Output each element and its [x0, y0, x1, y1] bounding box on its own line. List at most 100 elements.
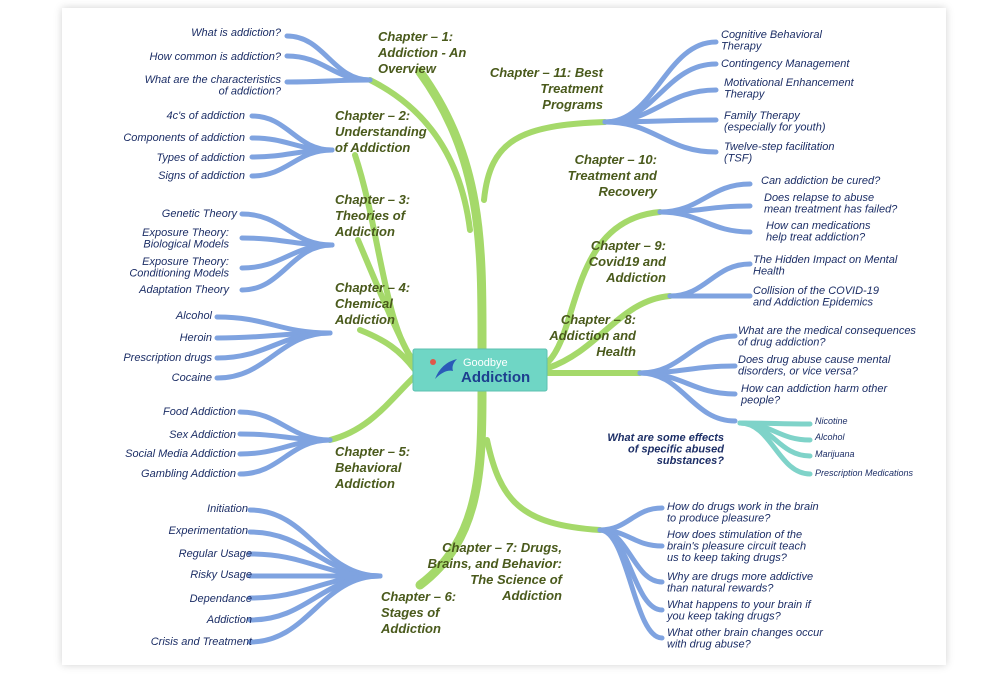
- ch3-leaf-2-line: Exposure Theory:: [142, 256, 229, 268]
- ch1-leaf-0: What is addiction?: [191, 27, 282, 39]
- ch9-connector-0: [667, 261, 753, 299]
- ch10-connector-2: [657, 209, 753, 235]
- ch8-connector-3: [637, 370, 738, 424]
- ch1-leaf-1: How common is addiction?: [150, 51, 282, 63]
- ch3-leaf-1: Exposure Theory:Biological Models: [142, 227, 229, 251]
- ch11-title-line: Treatment: [540, 81, 603, 96]
- ch10-leaf-0-line: Can addiction be cured?: [761, 175, 881, 187]
- ch1-connector-2: [284, 77, 373, 85]
- ch1-title-line: Chapter – 1:: [378, 29, 453, 44]
- ch10-leaf-2-line: How can medications: [766, 220, 871, 232]
- ch11-leaf-0-line: Cognitive Behavioral: [721, 29, 822, 41]
- ch1-leaf-0-line: What is addiction?: [191, 27, 282, 39]
- ch2-leaf-1: Components of addiction: [123, 132, 245, 144]
- ch6-leaf-5-line: Addiction: [206, 614, 252, 626]
- ch8-title-line: Addiction and: [548, 328, 637, 343]
- ch2-leaf-2: Types of addiction: [157, 152, 245, 164]
- ch5-title-line: Addiction: [334, 476, 395, 491]
- ch7-leaf-4-line: with drug abuse?: [667, 639, 752, 651]
- ch5-leaf-2-line: Social Media Addiction: [125, 448, 236, 460]
- ch6-leaf-1: Experimentation: [169, 525, 249, 537]
- ch11-connector-4: [602, 119, 719, 155]
- ch2-leaf-0-line: 4c's of addiction: [166, 110, 245, 122]
- ch4-leaf-3-line: Cocaine: [172, 372, 212, 384]
- ch11-leaf-1-line: Contingency Management: [721, 58, 850, 70]
- ch2-connector-3: [249, 147, 335, 179]
- ch5-leaf-3: Gambling Addiction: [141, 468, 236, 480]
- ch8-leaf-3-line: of specific abused: [628, 444, 724, 456]
- ch10-title-line: Treatment and: [568, 168, 658, 183]
- ch2-title-line: of Addiction: [335, 140, 410, 155]
- ch1-leaf-1-line: How common is addiction?: [150, 51, 282, 63]
- ch9-leaf-0-line: The Hidden Impact on Mental: [753, 254, 898, 266]
- ch7-leaf-2-line: Why are drugs more addictive: [667, 571, 813, 583]
- ch10-leaf-1-line: mean treatment has failed?: [764, 204, 898, 216]
- ch11-leaf-3-line: (especially for youth): [724, 122, 826, 134]
- ch5-leaf-2: Social Media Addiction: [125, 448, 236, 460]
- ch2-leaf-3: Signs of addiction: [158, 170, 245, 182]
- ch6-leaf-0: Initiation: [207, 503, 248, 515]
- ch9-leaf-0-line: Health: [753, 266, 785, 278]
- ch5-title-line: Behavioral: [335, 460, 402, 475]
- ch4-connector-0: [214, 314, 333, 336]
- ch7-leaf-4-line: What other brain changes occur: [667, 627, 824, 639]
- center-title-main: Addiction: [461, 369, 530, 386]
- ch6-title-line: Stages of: [381, 605, 441, 620]
- ch3-leaf-1-line: Biological Models: [143, 239, 229, 251]
- ch2-title-line: Chapter – 2:: [335, 108, 410, 123]
- ch8-substance-1: Alcohol: [814, 432, 846, 442]
- ch7-title: Chapter – 7: Drugs,Brains, and Behavior:…: [428, 540, 564, 603]
- ch3-title-line: Chapter – 3:: [335, 192, 410, 207]
- ch6-leaf-1-line: Experimentation: [169, 525, 249, 537]
- ch6-leaf-6-line: Crisis and Treatment: [151, 636, 253, 648]
- ch2-leaf-3-line: Signs of addiction: [158, 170, 245, 182]
- ch6-leaf-3-line: Risky Usage: [190, 569, 252, 581]
- ch7-leaf-0-line: to produce pleasure?: [667, 513, 771, 525]
- ch6-leaf-4: Dependance: [190, 593, 252, 605]
- ch2-leaf-1-line: Components of addiction: [123, 132, 245, 144]
- ch9-leaf-1-line: and Addiction Epidemics: [753, 297, 874, 309]
- ch4-title-line: Chemical: [335, 296, 393, 311]
- ch2-leaf-0: 4c's of addiction: [166, 110, 245, 122]
- ch11-leaf-3: Family Therapy(especially for youth): [724, 110, 826, 134]
- ch2-leaf-2-line: Types of addiction: [157, 152, 245, 164]
- branches: [327, 67, 673, 590]
- ch3-title-line: Addiction: [334, 224, 395, 239]
- ch10-leaf-2-line: help treat addiction?: [766, 232, 866, 244]
- ch8-leaf-3-line: What are some effects: [607, 432, 724, 444]
- ch11-leaf-3-line: Family Therapy: [724, 110, 801, 122]
- branch-ch7: [484, 437, 603, 533]
- ch8-title-line: Health: [596, 344, 636, 359]
- ch5-title-line: Chapter – 5:: [335, 444, 410, 459]
- ch8-leaf-1-line: Does drug abuse cause mental: [738, 354, 891, 366]
- ch6-leaf-3: Risky Usage: [190, 569, 252, 581]
- ch6-connector-2: [247, 551, 383, 579]
- ch7-leaf-3-line: you keep taking drugs?: [666, 611, 782, 623]
- ch4-leaf-3: Cocaine: [172, 372, 212, 384]
- ch8-leaf-0-line: of drug addiction?: [738, 337, 826, 349]
- ch6-leaf-2-line: Regular Usage: [179, 548, 252, 560]
- ch9-leaf-1-line: Collision of the COVID-19: [753, 285, 879, 297]
- ch6-leaf-4-line: Dependance: [190, 593, 252, 605]
- logo-dot-icon: [430, 359, 436, 365]
- ch11-leaf-0-line: Therapy: [721, 41, 763, 53]
- ch1-title-line: Addiction - An: [377, 45, 466, 60]
- ch11-leaf-4-line: Twelve-step facilitation: [724, 141, 834, 153]
- ch6-title-line: Chapter – 6:: [381, 589, 456, 604]
- ch3-leaf-2-line: Conditioning Models: [129, 268, 229, 280]
- ch4-leaf-1-line: Heroin: [180, 332, 212, 344]
- ch8-leaf-2-line: How can addiction harm other: [741, 383, 888, 395]
- ch5-leaf-1-line: Sex Addiction: [169, 429, 236, 441]
- ch11-title-line: Chapter – 11: Best: [490, 65, 604, 80]
